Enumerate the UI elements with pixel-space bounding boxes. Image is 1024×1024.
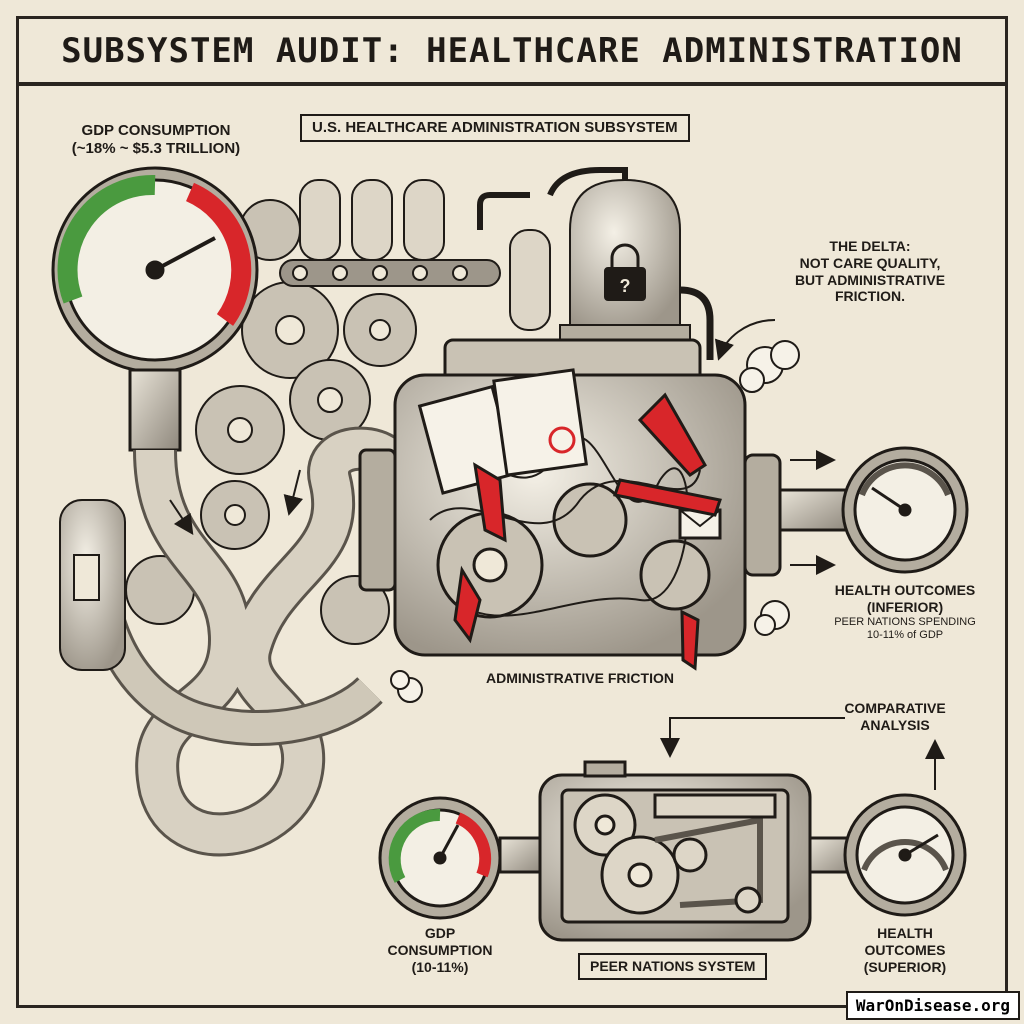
peer-gdp-gauge (378, 796, 547, 920)
vacuum-tubes (279, 179, 501, 287)
peer-engine (538, 760, 857, 942)
peer-nations-system-label: PEER NATIONS SYSTEM (578, 953, 768, 980)
watermark: WarOnDisease.org (845, 991, 1020, 1020)
steam-puffs (390, 340, 800, 703)
health-outcomes-inferior-label: HEALTH OUTCOMES (INFERIOR) PEER NATIONS … (834, 582, 976, 641)
gdp-gauge-large (51, 166, 259, 452)
red-tape (613, 478, 722, 517)
gauge-needle (154, 236, 216, 272)
gauge-needle (871, 486, 906, 512)
locked-tank: ? (477, 167, 714, 360)
page-title: SUBSYSTEM AUDIT: HEALTHCARE ADMINISTRATI… (61, 30, 963, 71)
lock-icon (604, 267, 646, 301)
us-subsystem-label: U.S. HEALTHCARE ADMINISTRATION SUBSYSTEM (300, 114, 690, 142)
lock-icon (610, 243, 640, 270)
side-canister (59, 499, 126, 671)
administrative-friction-label: ADMINISTRATIVE FRICTION (486, 670, 674, 686)
gear-icon (672, 837, 708, 873)
peer-gdp-label: GDP CONSUMPTION (10-11%) (387, 925, 493, 975)
gear-icon (320, 575, 390, 645)
title-bar: SUBSYSTEM AUDIT: HEALTHCARE ADMINISTRATI… (16, 16, 1008, 86)
svg-text:?: ? (620, 276, 631, 296)
health-outcomes-superior-label: HEALTH OUTCOMES (SUPERIOR) (863, 925, 947, 975)
delta-note: THE DELTA: NOT CARE QUALITY, BUT ADMINIS… (794, 238, 946, 305)
red-tape (473, 462, 507, 543)
red-tape (637, 392, 707, 477)
outcome-gauge-inferior (841, 446, 969, 574)
paperwork-icon (492, 368, 588, 477)
gear-cluster (125, 199, 417, 645)
main-engine (358, 338, 852, 671)
red-tape (453, 565, 482, 644)
comparative-analysis-label: COMPARATIVE ANALYSIS (844, 700, 946, 733)
outcome-gauge-superior (843, 793, 967, 917)
gdp-consumption-label: GDP CONSUMPTION (~18% ~ $5.3 TRILLION) (71, 122, 241, 157)
red-tape (680, 609, 700, 671)
